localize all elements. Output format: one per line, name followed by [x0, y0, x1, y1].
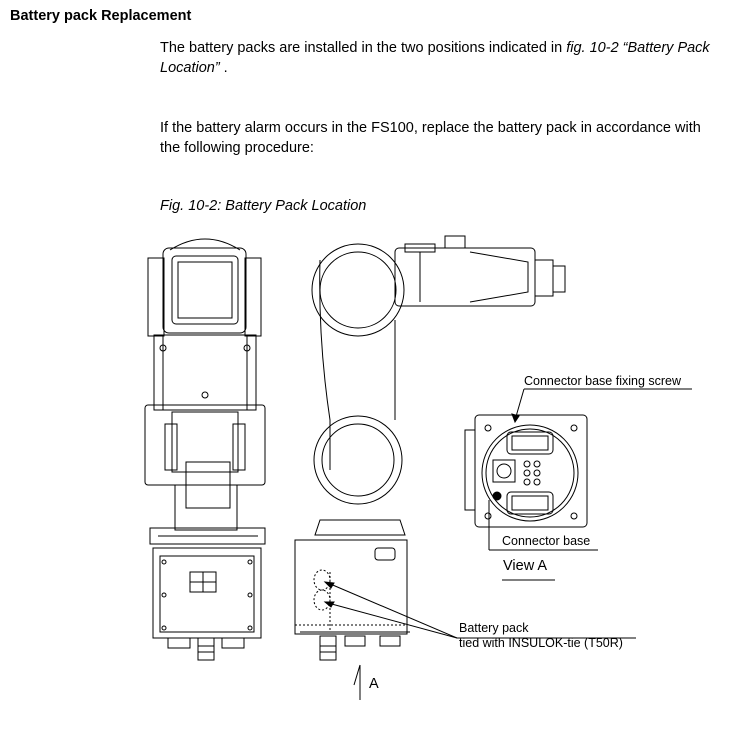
leader-lines — [323, 388, 692, 639]
label-connector-base-fixing-screw: Connector base fixing screw — [524, 374, 682, 388]
label-view-a: View A — [503, 558, 548, 574]
figure-caption: Fig. 10-2: Battery Pack Location — [160, 198, 367, 214]
label-battery-pack: Battery pack tied with INSULOK-tie (T50R… — [459, 621, 623, 651]
robot-side-view — [294, 235, 566, 661]
label-connector-base: Connector base — [502, 534, 591, 548]
intro-paragraph: The battery packs are installed in the t… — [160, 38, 720, 78]
section-heading: Battery pack Replacement — [10, 8, 192, 24]
figure-reference-link: fig. 10-2 “Battery Pack Location” — [160, 40, 710, 76]
label-arrow-a: A — [369, 676, 379, 692]
view-a-arrow — [353, 664, 361, 700]
intro-text: The battery packs are installed in the t… — [160, 40, 567, 56]
procedure-paragraph: If the battery alarm occurs in the FS100… — [160, 120, 701, 156]
robot-front-view — [144, 238, 266, 661]
intro-tail: . — [219, 60, 228, 76]
view-a-detail — [464, 414, 588, 528]
battery-label-line2: tied with INSULOK-tie (T50R) — [459, 636, 623, 650]
battery-label-line1: Battery pack — [459, 621, 529, 635]
